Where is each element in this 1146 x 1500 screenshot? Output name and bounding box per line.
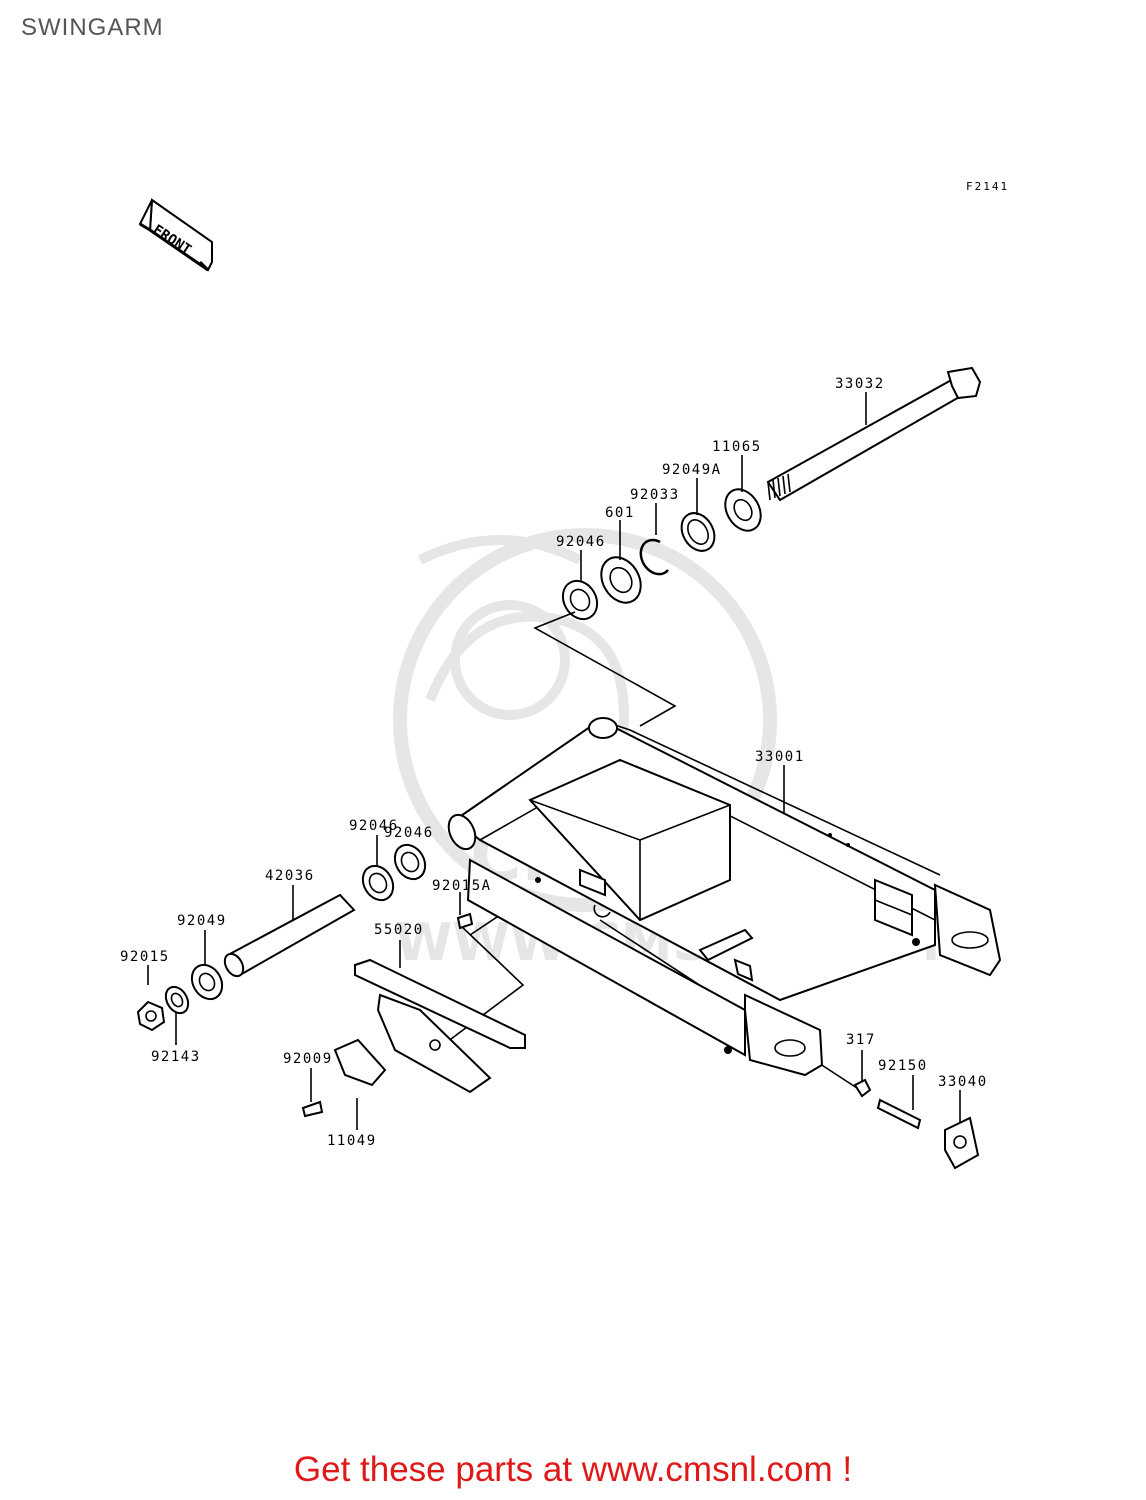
part-label-92015A[interactable]: 92015A [432,878,492,894]
upper-bearing-stack [561,488,762,621]
part-label-33040[interactable]: 33040 [938,1074,988,1090]
chain-slider [301,958,526,1118]
leader-lines-upper [147,392,961,1130]
page-title: SWINGARM [21,14,164,41]
part-label-11065[interactable]: 11065 [712,439,762,455]
part-label-33001[interactable]: 33001 [755,749,805,765]
part-label-33032[interactable]: 33032 [835,376,885,392]
part-label-55020[interactable]: 55020 [374,922,424,938]
part-label-42036[interactable]: 42036 [265,868,315,884]
part-label-92049[interactable]: 92049 [177,913,227,929]
part-label-92049A[interactable]: 92049A [662,462,722,478]
part-label-92015[interactable]: 92015 [120,949,170,965]
part-labels: 33032 11065 92049A 92033 601 92046 33001… [120,376,988,1149]
part-label-92046-b[interactable]: 92046 [349,818,399,834]
part-label-92033[interactable]: 92033 [630,487,680,503]
left-bearing-stack [136,843,541,1032]
swingarm-body [447,717,1002,1077]
part-label-92143[interactable]: 92143 [151,1049,201,1065]
part-label-92046-a[interactable]: 92046 [384,825,434,841]
part-label-92009[interactable]: 92009 [283,1051,333,1067]
part-label-92150[interactable]: 92150 [878,1058,928,1074]
diagram-ref-code: F2141 [966,180,1009,193]
part-label-317[interactable]: 317 [846,1032,876,1048]
part-label-601[interactable]: 601 [605,505,635,521]
footer-link[interactable]: Get these parts at www.cmsnl.com ! [293,1450,853,1489]
front-arrow-icon: FRONT [138,198,213,272]
part-label-11049[interactable]: 11049 [327,1133,377,1149]
pivot-shaft [766,366,982,502]
part-label-92046-top[interactable]: 92046 [556,534,606,550]
chain-adjuster-parts [853,1078,980,1170]
